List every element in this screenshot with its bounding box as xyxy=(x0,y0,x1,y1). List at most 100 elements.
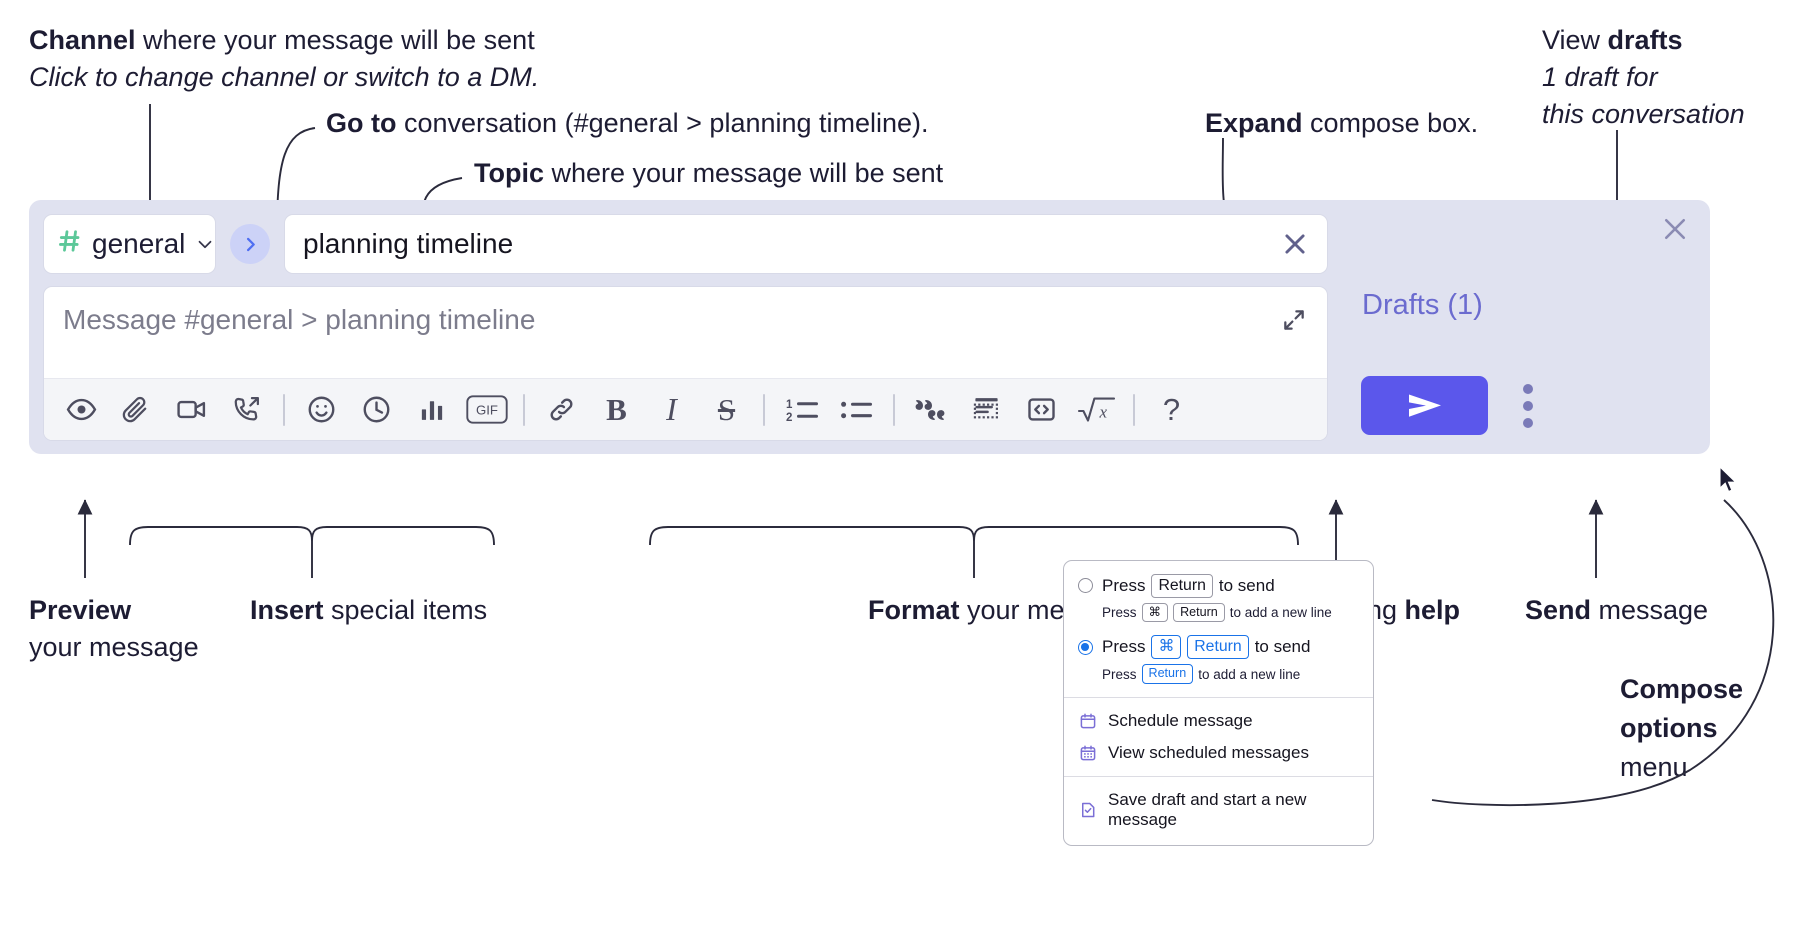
radio-unselected[interactable] xyxy=(1078,578,1093,594)
annotation-preview: Preview your message xyxy=(29,592,199,666)
code-block-icon[interactable] xyxy=(959,382,1014,437)
mouse-cursor xyxy=(1719,466,1737,493)
annotation-co-line2: options xyxy=(1620,713,1718,743)
strikethrough-label: S xyxy=(717,391,736,427)
formatting-toolbar: GIF B I xyxy=(44,378,1327,440)
option-tail: to send xyxy=(1254,637,1311,657)
goto-conversation-button[interactable] xyxy=(230,224,270,264)
option-lead: Press xyxy=(1102,637,1146,657)
annotation-compose-options: Compose options menu xyxy=(1620,670,1743,787)
annotation-drafts-sub2: this conversation xyxy=(1542,99,1745,129)
annotation-expand-rest: compose box. xyxy=(1302,108,1479,138)
kebab-dot xyxy=(1523,401,1533,411)
annotation-channel-rest: where your message will be sent xyxy=(135,25,535,55)
annotation-insert: Insert special items xyxy=(250,592,487,629)
drafts-link[interactable]: Drafts (1) xyxy=(1362,289,1483,321)
help-label: ? xyxy=(1162,391,1181,427)
schedule-group: Schedule message View scheduled messages xyxy=(1064,698,1373,776)
italic-icon[interactable]: I xyxy=(644,382,699,437)
message-input-area[interactable]: Message #general > planning timeline xyxy=(43,286,1328,441)
close-icon[interactable] xyxy=(1658,212,1692,246)
annotation-goto-bold: Go to xyxy=(326,108,397,138)
send-button[interactable] xyxy=(1361,376,1488,435)
bar-chart-icon[interactable] xyxy=(404,382,459,437)
calendar-grid-icon xyxy=(1078,743,1097,762)
video-camera-icon[interactable] xyxy=(164,382,219,437)
menu-item-label: Schedule message xyxy=(1108,710,1253,730)
menu-item-schedule-message[interactable]: Schedule message xyxy=(1064,705,1373,737)
send-option-cmd-return-sub: Press Return to add a new line xyxy=(1064,661,1373,688)
key-return: Return xyxy=(1141,664,1194,684)
bold-label: B xyxy=(606,391,627,427)
annotation-channel: Channel where your message will be sent … xyxy=(29,22,539,96)
annotation-goto: Go to conversation (#general > planning … xyxy=(326,105,929,142)
channel-selector[interactable]: general xyxy=(43,214,216,274)
link-icon[interactable] xyxy=(534,382,589,437)
question-mark-icon[interactable]: ? xyxy=(1144,382,1199,437)
gif-icon[interactable]: GIF xyxy=(459,382,514,437)
svg-text:1: 1 xyxy=(786,399,793,411)
destination-row: general planning timeline xyxy=(43,213,1328,275)
close-icon[interactable] xyxy=(1273,222,1317,266)
kebab-menu-icon[interactable] xyxy=(1508,379,1548,433)
code-brackets-icon[interactable] xyxy=(1014,382,1069,437)
annotation-drafts-bold: drafts xyxy=(1607,25,1683,55)
annotation-topic-rest: where your message will be sent xyxy=(544,158,944,188)
strikethrough-icon[interactable]: S xyxy=(699,382,754,437)
key-return: Return xyxy=(1173,602,1225,623)
topic-input[interactable]: planning timeline xyxy=(284,214,1328,274)
draft-group: Save draft and start a new message xyxy=(1064,777,1373,845)
sub-lead: Press xyxy=(1102,666,1137,682)
annotation-send-rest: message xyxy=(1591,595,1709,625)
divider xyxy=(1133,393,1135,426)
key-return: Return xyxy=(1151,574,1213,598)
bulleted-list-icon[interactable] xyxy=(829,382,884,437)
preview-button[interactable] xyxy=(54,382,109,437)
key-command: ⌘ xyxy=(1141,602,1169,623)
annotation-co-line1: Compose xyxy=(1620,674,1744,704)
send-option-return[interactable]: Press Return to send xyxy=(1064,572,1373,600)
menu-item-label: View scheduled messages xyxy=(1108,742,1309,762)
annotation-drafts-sub1: 1 draft for xyxy=(1542,62,1658,92)
key-command: ⌘ xyxy=(1151,635,1182,660)
divider xyxy=(1064,775,1373,777)
menu-item-view-scheduled-messages[interactable]: View scheduled messages xyxy=(1064,737,1373,769)
divider xyxy=(523,393,525,426)
ordered-list-icon[interactable]: 1 2 xyxy=(774,382,829,437)
smiley-icon[interactable] xyxy=(294,382,349,437)
sub-lead: Press xyxy=(1102,605,1137,621)
divider xyxy=(1064,696,1373,698)
sub-tail: to add a new line xyxy=(1229,605,1332,621)
key-return: Return xyxy=(1187,635,1249,660)
paper-plane-icon xyxy=(1403,389,1447,423)
annotation-channel-bold: Channel xyxy=(29,25,136,55)
send-option-cmd-return[interactable]: Press ⌘ Return to send xyxy=(1064,633,1373,661)
annotation-preview-line2: your message xyxy=(29,632,199,662)
composer-main-column: general planning timeline xyxy=(43,213,1328,441)
annotation-drafts: View drafts 1 draft for this conversatio… xyxy=(1542,22,1745,133)
expand-diagonal-icon[interactable] xyxy=(1275,301,1313,339)
quote-icon[interactable] xyxy=(904,382,959,437)
annotation-topic-bold: Topic xyxy=(474,158,544,188)
italic-label: I xyxy=(666,391,677,427)
menu-item-label: Save draft and start a new message xyxy=(1108,789,1307,829)
phone-arrow-icon[interactable] xyxy=(219,382,274,437)
svg-text:2: 2 xyxy=(786,412,792,424)
channel-name: general xyxy=(92,228,186,259)
annotation-channel-sub: Click to change channel or switch to a D… xyxy=(29,62,540,92)
annotation-insert-bold: Insert xyxy=(250,595,324,625)
divider xyxy=(893,393,895,426)
radio-selected[interactable] xyxy=(1078,639,1093,655)
send-option-cmd-return-label: Press ⌘ Return to send xyxy=(1102,635,1311,660)
send-option-return-label: Press Return to send xyxy=(1102,574,1275,598)
annotation-insert-rest: special items xyxy=(323,595,488,625)
bold-icon[interactable]: B xyxy=(589,382,644,437)
square-root-icon[interactable]: x xyxy=(1069,382,1124,437)
document-check-icon xyxy=(1078,800,1097,819)
chevron-down-icon xyxy=(194,233,216,255)
send-option-return-sub: Press ⌘ Return to add a new line xyxy=(1064,600,1373,627)
menu-item-save-draft[interactable]: Save draft and start a new message xyxy=(1064,784,1373,836)
paperclip-icon[interactable] xyxy=(109,382,164,437)
annotation-format-bold: Format xyxy=(868,595,960,625)
clock-icon[interactable] xyxy=(349,382,404,437)
